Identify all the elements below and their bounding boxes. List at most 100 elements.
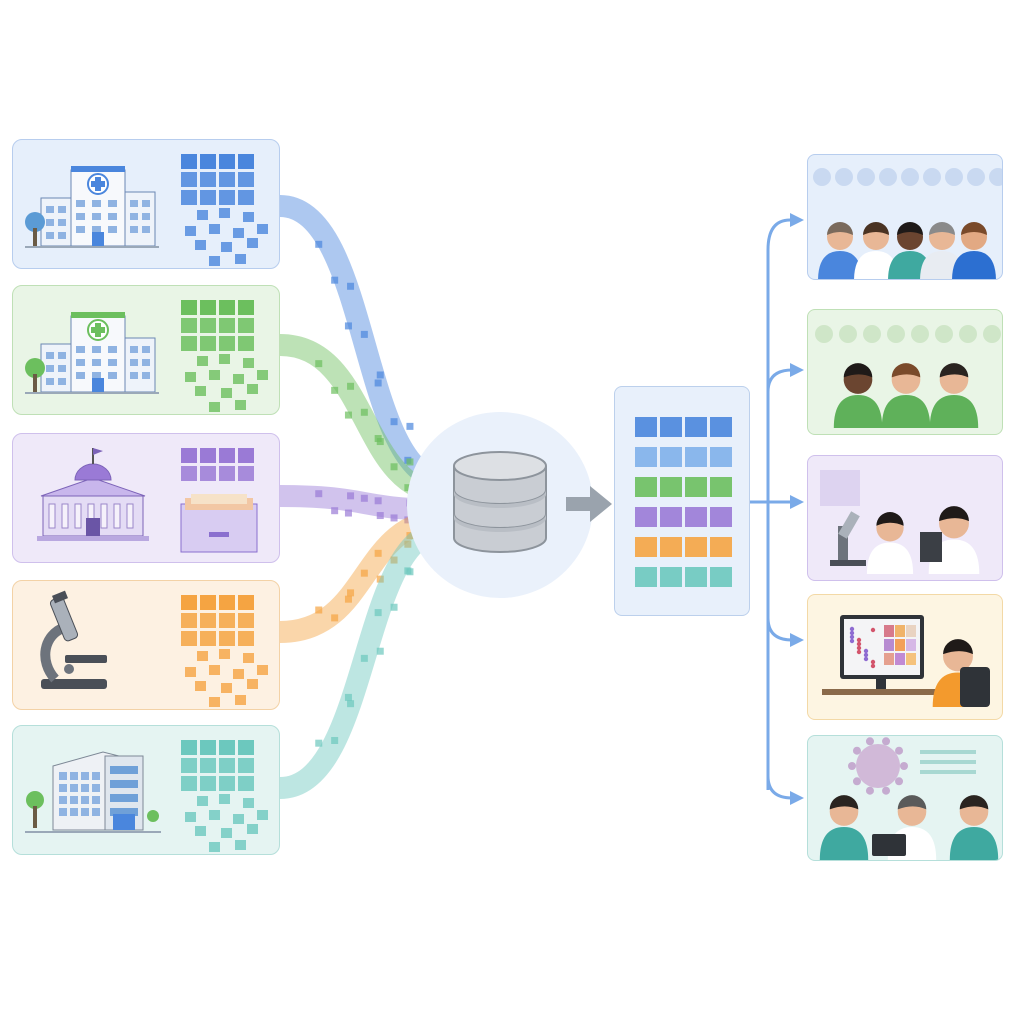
- clinical-team-icon: [819, 737, 999, 860]
- table-cell: [685, 507, 707, 527]
- scattered-data-block: [243, 358, 254, 368]
- flow-data-block: [406, 422, 414, 430]
- data-grid-icon: [181, 300, 268, 412]
- table-cell: [635, 567, 657, 587]
- scattered-data-block: [185, 667, 196, 677]
- scattered-data-block: [195, 681, 206, 691]
- scattered-data-block: [257, 810, 268, 820]
- scattered-data-block: [247, 238, 258, 248]
- scattered-data-block: [243, 798, 254, 808]
- hospital-icon: [25, 166, 159, 248]
- table-cell: [710, 567, 732, 587]
- flow-data-block: [390, 514, 398, 522]
- table-cell: [660, 507, 682, 527]
- scattered-data-block: [247, 824, 258, 834]
- scattered-data-block: [209, 810, 220, 820]
- flow-data-block: [315, 490, 323, 498]
- flow-data-block: [404, 567, 412, 575]
- microscope-icon: [830, 511, 866, 566]
- table-cell: [660, 537, 682, 557]
- flow-data-block: [376, 512, 384, 520]
- research-center-icon: [25, 751, 161, 833]
- table-cell: [685, 417, 707, 437]
- source-panel-lab: [12, 580, 280, 710]
- scattered-data-block: [209, 224, 220, 234]
- flow-data-block: [360, 654, 368, 662]
- flow-data-block: [406, 458, 414, 466]
- source-panel-research-center: [12, 725, 280, 855]
- table-cell: [685, 477, 707, 497]
- flow-data-block: [344, 411, 352, 419]
- table-cell: [710, 417, 732, 437]
- flow-data-block: [347, 700, 355, 708]
- table-cell: [685, 537, 707, 557]
- flow-data-block: [374, 435, 382, 443]
- flow-data-block: [347, 282, 355, 290]
- flow-data-block: [374, 379, 382, 387]
- clipboard-icon: [920, 532, 942, 562]
- table-cell: [660, 447, 682, 467]
- flow-data-block: [404, 484, 412, 492]
- scattered-data-block: [235, 400, 246, 410]
- data-analyst-icon: [822, 615, 990, 707]
- flow-data-block: [344, 322, 352, 330]
- scattered-data-block: [243, 212, 254, 222]
- scattered-data-block: [235, 695, 246, 705]
- scattered-data-block: [219, 649, 230, 659]
- scattered-data-block: [185, 372, 196, 382]
- scattered-data-block: [219, 208, 230, 218]
- flow-data-block: [344, 509, 352, 517]
- community-group-icon: [815, 325, 1001, 428]
- scattered-data-block: [235, 254, 246, 264]
- scattered-data-block: [195, 386, 206, 396]
- scattered-data-block: [185, 226, 196, 236]
- file-cabinet-icon: [180, 494, 258, 553]
- scattered-data-block: [209, 842, 220, 852]
- table-cell: [635, 417, 657, 437]
- flow-data-block: [315, 240, 323, 248]
- data-grid-icon: [181, 740, 268, 852]
- flow-data-block: [374, 549, 382, 557]
- flow-data-block: [374, 609, 382, 617]
- source-panel-clinic: [12, 285, 280, 415]
- table-cell: [635, 507, 657, 527]
- scattered-data-block: [209, 697, 220, 707]
- patient-group-icon: [813, 168, 1002, 279]
- output-panel-clinical-team: [807, 735, 1003, 861]
- table-cell: [710, 537, 732, 557]
- flow-data-block: [344, 693, 352, 701]
- flow-data-block: [390, 463, 398, 471]
- flow-data-block: [390, 556, 398, 564]
- table-cell: [685, 447, 707, 467]
- flow-data-block: [360, 408, 368, 416]
- scattered-data-block: [233, 669, 244, 679]
- table-cell: [660, 417, 682, 437]
- scattered-data-block: [185, 812, 196, 822]
- scattered-data-block: [247, 679, 258, 689]
- scattered-data-block: [221, 388, 232, 398]
- chair-icon: [960, 667, 990, 707]
- lab-researchers-icon: [820, 470, 980, 574]
- scattered-data-block: [209, 402, 220, 412]
- flow-data-block: [376, 371, 384, 379]
- flow-data-block: [390, 418, 398, 426]
- table-cell: [710, 477, 732, 497]
- flow-data-block: [360, 330, 368, 338]
- flow-data-block: [376, 647, 384, 655]
- flow-data-block: [315, 360, 323, 368]
- source-panel-university: [12, 433, 280, 563]
- virus-icon: [848, 737, 908, 795]
- data-grid-icon: [181, 154, 268, 266]
- flow-data-block: [347, 382, 355, 390]
- table-cell: [635, 447, 657, 467]
- scattered-data-block: [221, 828, 232, 838]
- flow-data-block: [390, 603, 398, 611]
- scattered-data-block: [219, 354, 230, 364]
- university-icon: [37, 448, 149, 541]
- scattered-data-block: [195, 826, 206, 836]
- flow-data-block: [331, 386, 339, 394]
- scattered-data-block: [235, 840, 246, 850]
- scattered-data-block: [209, 370, 220, 380]
- scattered-data-block: [197, 210, 208, 220]
